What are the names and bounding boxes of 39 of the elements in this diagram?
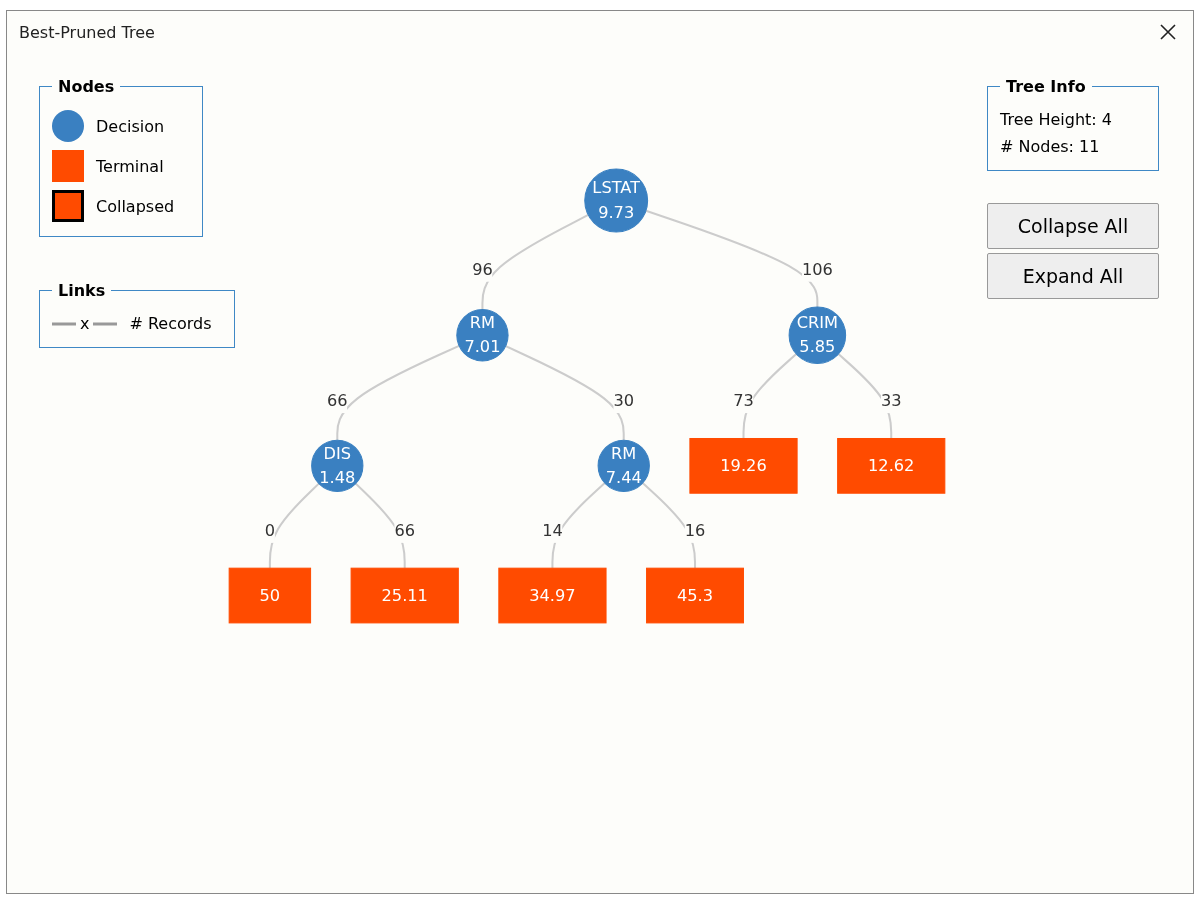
- collapse-all-button: Collapse All: [987, 203, 1159, 249]
- expand-all-button: Expand All: [987, 253, 1159, 299]
- panel-heading: Tree Info: [1005, 77, 1087, 96]
- connector: [645, 209, 819, 307]
- node-circle: CRIM 5.85: [788, 306, 847, 365]
- edge-label: 0: [264, 520, 276, 540]
- info-text: Tree Height: 4: [1000, 110, 1113, 129]
- window-title: Best-Pruned Tree: [19, 23, 155, 42]
- edge-label: 30: [613, 390, 635, 411]
- node-box: 34.97: [498, 567, 607, 624]
- edge-label: 16: [684, 520, 706, 540]
- connector: [481, 214, 589, 310]
- connector: [268, 482, 320, 569]
- panel-heading: Links: [57, 281, 107, 300]
- node-circle: RM 7.44: [597, 439, 650, 492]
- node-circle: RM 7.01: [456, 309, 509, 362]
- node-circle: DIS 1.48: [311, 439, 364, 492]
- edge-label: 66: [326, 390, 348, 411]
- legend-text: Collapsed: [96, 196, 175, 216]
- edge-label: 106: [801, 259, 833, 279]
- edge-label: 33: [880, 390, 902, 411]
- node-box: 50: [228, 567, 312, 624]
- legend-text: Terminal: [96, 156, 164, 176]
- info-text: # Nodes: 11: [1000, 137, 1101, 156]
- node-circle: LSTAT 9.73: [584, 168, 649, 233]
- node-box: 12.62: [837, 438, 946, 494]
- edge-label: 14: [542, 520, 563, 540]
- edge-label: 96: [472, 259, 493, 279]
- legend-text: Decision: [96, 116, 165, 136]
- connector: [505, 345, 625, 441]
- node-box: 25.11: [350, 567, 459, 624]
- panel-heading: Nodes: [57, 77, 116, 96]
- legend-text: # Records: [129, 314, 212, 333]
- edge-label: 73: [733, 390, 754, 411]
- node-box: 45.3: [646, 567, 744, 624]
- edge-label: 66: [394, 520, 416, 540]
- connector: [336, 344, 460, 441]
- node-box: 19.26: [689, 438, 798, 494]
- legend-text: x: [80, 314, 90, 333]
